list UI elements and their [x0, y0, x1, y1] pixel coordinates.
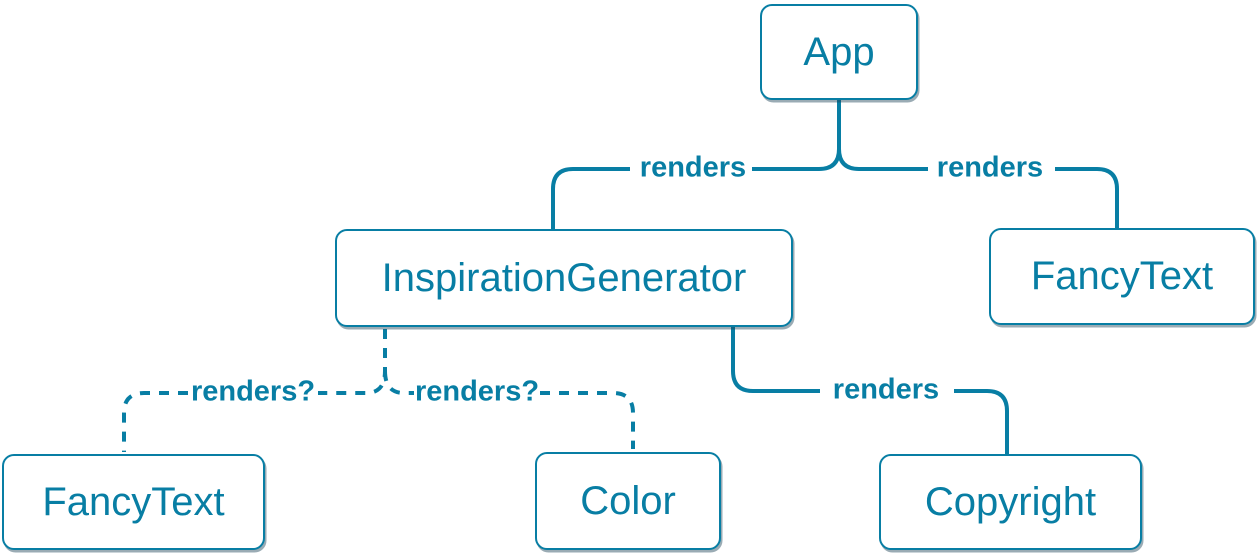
edge-label-inspirationgenerator-copyright: renders [832, 373, 940, 406]
node-color-label: Color [580, 478, 676, 523]
edge-label-app-inspirationgenerator: renders [639, 151, 747, 184]
node-copyright-label: Copyright [924, 479, 1097, 524]
edge-label-inspirationgenerator-color: renders? [414, 375, 540, 408]
node-inspiration-generator: InspirationGenerator [335, 229, 793, 327]
node-fancy-text-bottom: FancyText [2, 454, 265, 550]
node-fancy-text-top-label: FancyText [1030, 254, 1214, 298]
edge-label-app-fancytext: renders [936, 151, 1044, 184]
edge-label-inspirationgenerator-fancytext: renders? [190, 375, 316, 408]
node-color: Color [535, 452, 721, 550]
node-fancy-text-top: FancyText [989, 228, 1255, 325]
node-app: App [760, 4, 918, 100]
node-inspiration-generator-label: InspirationGenerator [381, 255, 747, 300]
node-fancy-text-bottom-label: FancyText [42, 479, 225, 524]
node-copyright: Copyright [879, 454, 1142, 550]
node-app-label: App [803, 29, 875, 74]
